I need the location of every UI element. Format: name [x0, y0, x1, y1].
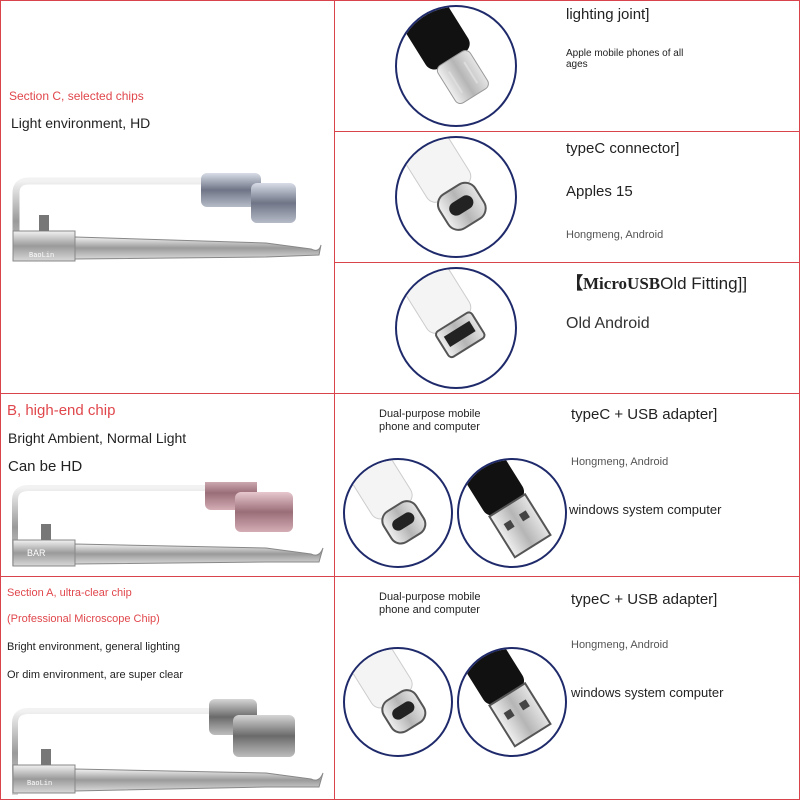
- lightning-connector-image: [395, 5, 517, 127]
- combo-a-usb-image: [457, 647, 567, 757]
- section-a-subtitle: (Professional Microscope Chip): [7, 613, 160, 625]
- combo-a-title: typeC + USB adapter]: [571, 591, 718, 608]
- section-b-title: B, high-end chip: [7, 402, 116, 419]
- lightning-panel: lighting joint] Apple mobile phones of a…: [334, 0, 800, 132]
- tool-label-b: BAR: [27, 548, 46, 558]
- tool-label-a: BaoLin: [27, 780, 52, 788]
- combo-b-panel: Dual-purpose mobile phone and computer t…: [334, 393, 800, 577]
- typec-connector-image: [395, 136, 517, 258]
- microusb-title-part1: 【MicroUSB: [566, 274, 661, 293]
- combo-b-typec-image: [343, 458, 453, 568]
- section-c-title: Section C, selected chips: [9, 89, 144, 103]
- tweezer-tool-b: BAR: [12, 482, 324, 567]
- combo-b-line1: Hongmeng, Android: [571, 456, 669, 468]
- combo-b-title: typeC + USB adapter]: [571, 406, 718, 423]
- lightning-title: lighting joint]: [566, 6, 650, 23]
- combo-b-line2: windows system computer: [569, 502, 722, 517]
- typec-line1: Apples 15: [566, 183, 633, 200]
- combo-b-left: Dual-purpose mobile phone and computer: [379, 408, 481, 433]
- combo-a-panel: Dual-purpose mobile phone and computer t…: [334, 576, 800, 800]
- combo-a-line1: Hongmeng, Android: [571, 639, 669, 651]
- section-b-line1: Bright Ambient, Normal Light: [8, 430, 187, 446]
- section-c-line1: Light environment, HD: [11, 115, 151, 131]
- typec-panel: typeC connector] Apples 15 Hongmeng, And…: [334, 131, 800, 263]
- combo-b-usb-image: [457, 458, 567, 568]
- combo-a-line2: windows system computer: [571, 685, 724, 700]
- combo-a-left: Dual-purpose mobile phone and computer: [379, 591, 481, 616]
- typec-line2: Hongmeng, Android: [566, 229, 664, 241]
- microusb-line1: Old Android: [566, 315, 650, 332]
- section-c-panel: Section C, selected chips Light environm…: [0, 0, 335, 394]
- microusb-title-part2: Old Fitting]]: [660, 274, 748, 293]
- microusb-panel: 【MicroUSBOld Fitting]] Old Android: [334, 262, 800, 394]
- section-b-panel: B, high-end chip Bright Ambient, Normal …: [0, 393, 335, 577]
- section-a-line1: Bright environment, general lighting: [7, 641, 181, 653]
- section-a-panel: Section A, ultra-clear chip (Professiona…: [0, 576, 335, 800]
- section-b-line2: Can be HD: [8, 458, 83, 475]
- combo-a-typec-image: [343, 647, 453, 757]
- microusb-connector-image: [395, 267, 517, 389]
- section-a-title: Section A, ultra-clear chip: [7, 587, 132, 599]
- lightning-desc: Apple mobile phones of all ages: [566, 48, 684, 70]
- typec-title: typeC connector]: [566, 140, 680, 157]
- tool-label-c: BaoLin: [29, 252, 54, 260]
- tweezer-tool-a: BaoLin: [12, 699, 324, 795]
- section-a-line2: Or dim environment, are super clear: [7, 669, 184, 681]
- tweezer-tool-c: BaoLin: [12, 173, 322, 262]
- microusb-title: 【MicroUSBOld Fitting]]: [566, 269, 747, 294]
